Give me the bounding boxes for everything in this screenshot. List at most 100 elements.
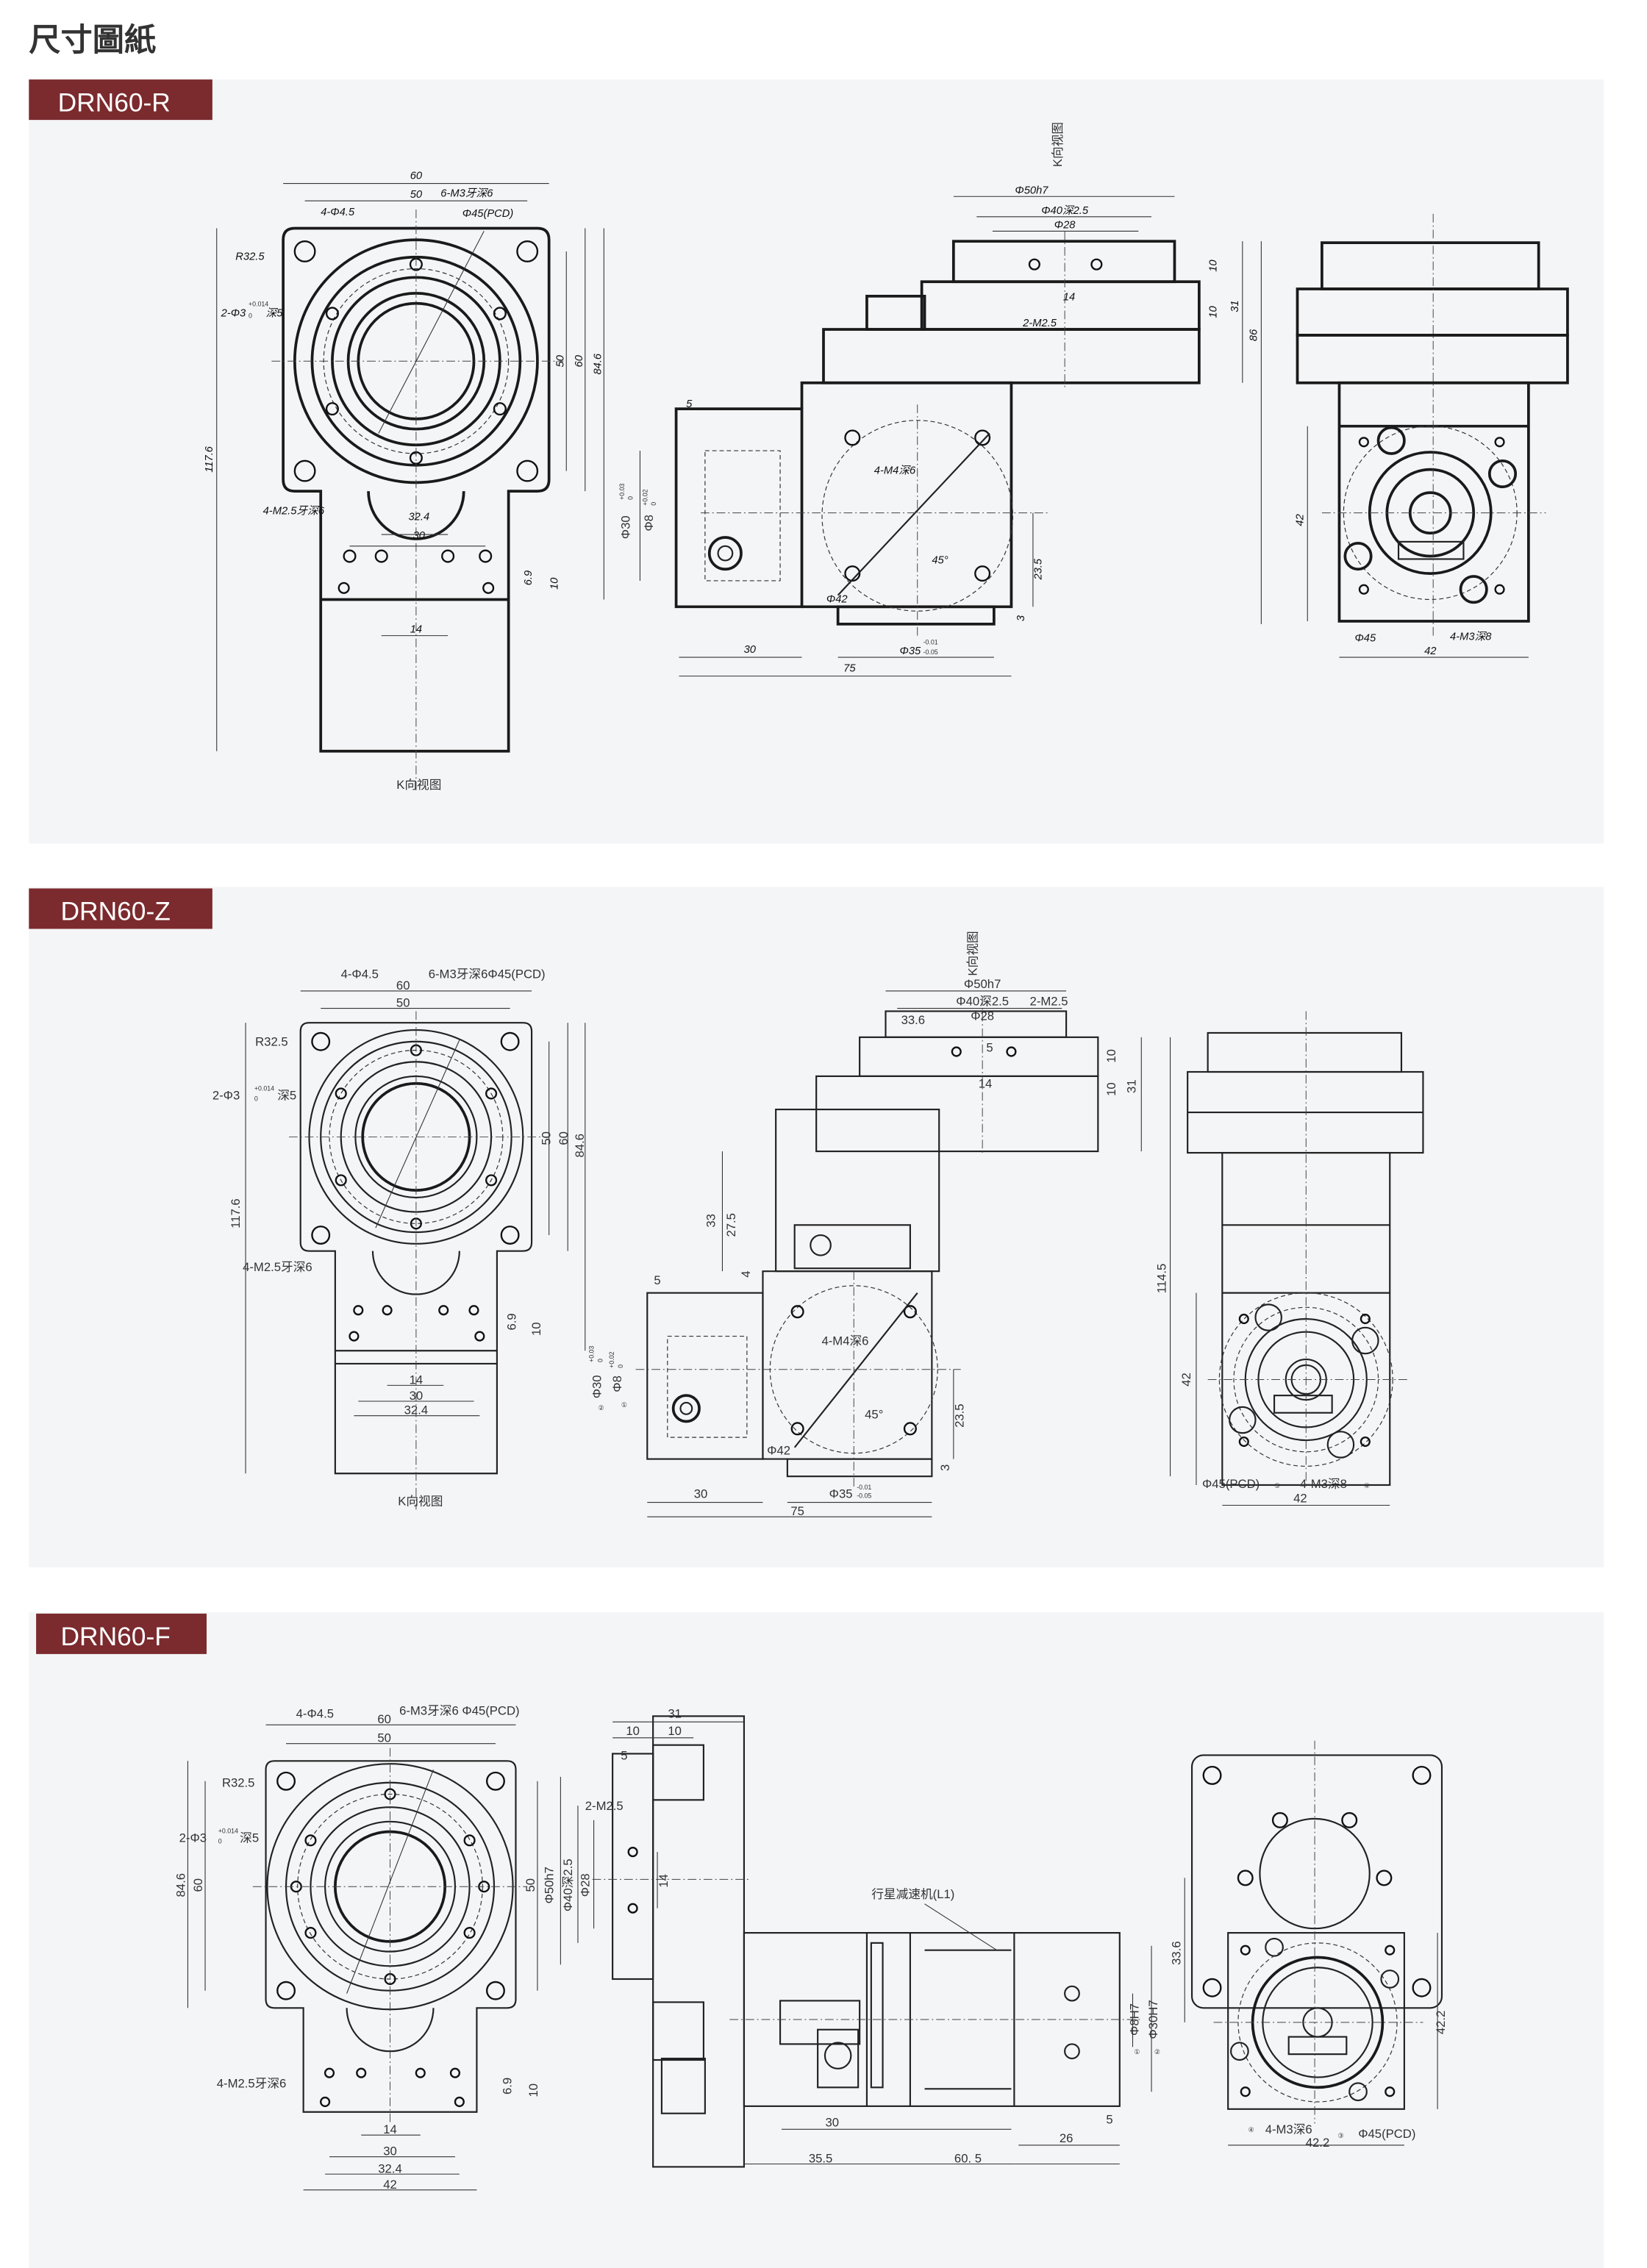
dim-height-60: 60 <box>557 1131 571 1145</box>
d35-tol-upper: -0.01 <box>857 1484 871 1491</box>
dim-30: 30 <box>413 530 426 542</box>
dim-14: 14 <box>1063 292 1075 304</box>
dim-14: 14 <box>979 1077 993 1091</box>
callout-1: ① <box>621 1401 627 1409</box>
dim-height-50: 50 <box>540 1131 554 1145</box>
dim-14: 14 <box>383 2122 397 2136</box>
dim-42-height: 42 <box>1179 1373 1193 1387</box>
pin-depth: 深5 <box>277 1088 296 1102</box>
d30-tol-upper: +0.03 <box>588 1346 596 1362</box>
dim-5: 5 <box>621 1748 627 1762</box>
dim-27-5: 27.5 <box>724 1213 738 1237</box>
label-angle-45: 45° <box>865 1408 883 1422</box>
d30-tol-upper: +0.03 <box>618 483 626 499</box>
dim-42-2-width: 42.2 <box>1306 2136 1329 2150</box>
dim-86: 86 <box>1248 329 1260 341</box>
section-tag-label: DRN60-F <box>61 1623 171 1651</box>
dim-d40: Φ40深2.5 <box>561 1859 575 1911</box>
section-drn60-f: DRN60-F 4-Φ4.5 60 6-M3牙深6 Φ45(PCD) 50 <box>29 1611 1604 2268</box>
label-tap-holes-2: 4-M2.5牙深6 <box>217 2076 287 2090</box>
label-mount-holes: 4-Φ4.5 <box>321 207 355 218</box>
label-tap-pcd: 6-M3牙深6 Φ45(PCD) <box>399 1703 520 1717</box>
label-m2-5: 2-M2.5 <box>585 1799 624 1813</box>
label-m3: 4-M3深6 <box>1265 2122 1312 2136</box>
section-tag-label: DRN60-Z <box>61 898 171 926</box>
section-tag <box>29 888 212 929</box>
dim-6-9: 6.9 <box>523 570 535 585</box>
label-pcd: Φ45(PCD) <box>1202 1477 1260 1491</box>
dim-5: 5 <box>654 1273 660 1287</box>
label-tap-holes: 6-M3牙深6 <box>440 187 493 199</box>
pin-tol-upper: +0.014 <box>249 301 268 308</box>
dim-75: 75 <box>790 1504 804 1518</box>
dim-114-5: 114.5 <box>1155 1264 1169 1294</box>
dim-30: 30 <box>826 2115 840 2129</box>
label-radius: R32.5 <box>235 251 265 263</box>
d35-tol-upper: -0.01 <box>923 638 938 645</box>
dim-31: 31 <box>1124 1079 1138 1093</box>
section-drn60-z: DRN60-Z 4-Φ4.5 6-M3牙深6Φ45(PCD) 60 50 R <box>29 887 1604 1567</box>
callout-3: ③ <box>1337 2132 1343 2139</box>
dim-33-6: 33.6 <box>1169 1941 1183 1964</box>
d8-tol-lower: 0 <box>650 502 657 506</box>
dim-10b: 10 <box>1104 1082 1118 1096</box>
callout-4: ④ <box>1364 1482 1370 1489</box>
pin-depth: 深5 <box>240 1831 259 1845</box>
dim-d35: Φ35 <box>829 1487 853 1501</box>
front-view: 4-Φ4.5 6-M3牙深6Φ45(PCD) 60 50 R32.5 2-Φ3 … <box>212 967 587 1510</box>
pin-tol-upper: +0.014 <box>254 1085 274 1092</box>
d8-tol-upper: +0.02 <box>641 489 649 505</box>
dim-width-60: 60 <box>396 979 410 992</box>
dim-6-9: 6.9 <box>501 2078 515 2094</box>
side-view: Φ50h7 Φ40深2.5 Φ28 2-M2.5 31 10 10 5 14 行… <box>543 1706 1160 2168</box>
dim-4: 4 <box>739 1270 753 1277</box>
panel-background <box>29 887 1604 1567</box>
dim-42-width: 42 <box>1293 1492 1307 1506</box>
front-view: 60 50 4-Φ4.5 6-M3牙深6 Φ45(PCD) R32.5 2-Φ3… <box>204 171 604 792</box>
dim-d8: Φ8 <box>610 1376 624 1392</box>
dim-d28: Φ28 <box>971 1009 994 1023</box>
dim-10: 10 <box>529 1322 543 1336</box>
dim-30: 30 <box>694 1487 708 1501</box>
dim-3: 3 <box>938 1464 952 1471</box>
dim-height-117-6: 117.6 <box>229 1198 243 1228</box>
view-label-k-side: K向视图 <box>1051 122 1065 167</box>
dim-30: 30 <box>410 1389 424 1403</box>
end-view: 42 Φ45 4-M3深8 42 <box>1294 213 1569 658</box>
page-title: 尺寸圖紙 <box>29 23 156 58</box>
dim-height-50: 50 <box>524 1878 537 1892</box>
dim-d42: Φ42 <box>826 593 848 605</box>
dim-height-84-6: 84.6 <box>174 1873 188 1897</box>
dim-42-2-height: 42.2 <box>1434 2011 1448 2034</box>
label-m4: 4-M4深6 <box>821 1334 868 1348</box>
dim-6-9: 6.9 <box>504 1313 518 1330</box>
dim-14: 14 <box>410 1373 424 1387</box>
label-pcd: Φ45(PCD) <box>462 208 514 220</box>
dim-height-60: 60 <box>191 1878 205 1892</box>
view-label-k: K向视图 <box>396 778 441 792</box>
end-view: 33.6 42.2 ④ 4-M3深6 42.2 ③ Φ45(PCD) <box>1169 1740 1448 2150</box>
dim-d45: Φ45 <box>1354 632 1376 644</box>
dim-height-84-6: 84.6 <box>573 1134 587 1157</box>
dim-height-84-6: 84.6 <box>592 353 604 374</box>
dim-width-50: 50 <box>396 996 410 1010</box>
dim-14: 14 <box>657 1874 671 1888</box>
dim-23-5: 23.5 <box>953 1403 967 1427</box>
dim-10a: 10 <box>626 1724 640 1738</box>
dim-d8h7: Φ8H7 <box>1127 2003 1141 2036</box>
d35-tol-lower: -0.05 <box>923 648 938 656</box>
dim-42: 42 <box>383 2178 397 2192</box>
dim-d40: Φ40深2.5 <box>956 995 1009 1009</box>
dim-d50h7: Φ50h7 <box>964 977 1001 991</box>
dim-26: 26 <box>1060 2131 1073 2145</box>
label-tap-holes-2: 4-M2.5牙深6 <box>243 1260 312 1274</box>
dim-31: 31 <box>1229 300 1241 312</box>
front-view: 4-Φ4.5 60 6-M3牙深6 Φ45(PCD) 50 R32.5 2-Φ3… <box>174 1703 540 2191</box>
dim-d40: Φ40深2.5 <box>1041 204 1089 217</box>
dim-d28: Φ28 <box>579 1873 593 1897</box>
dim-height-117-6: 117.6 <box>204 446 215 473</box>
section-tag-label: DRN60-R <box>58 88 171 117</box>
label-mount-holes: 4-Φ4.5 <box>341 967 379 981</box>
dim-10: 10 <box>526 2083 540 2097</box>
